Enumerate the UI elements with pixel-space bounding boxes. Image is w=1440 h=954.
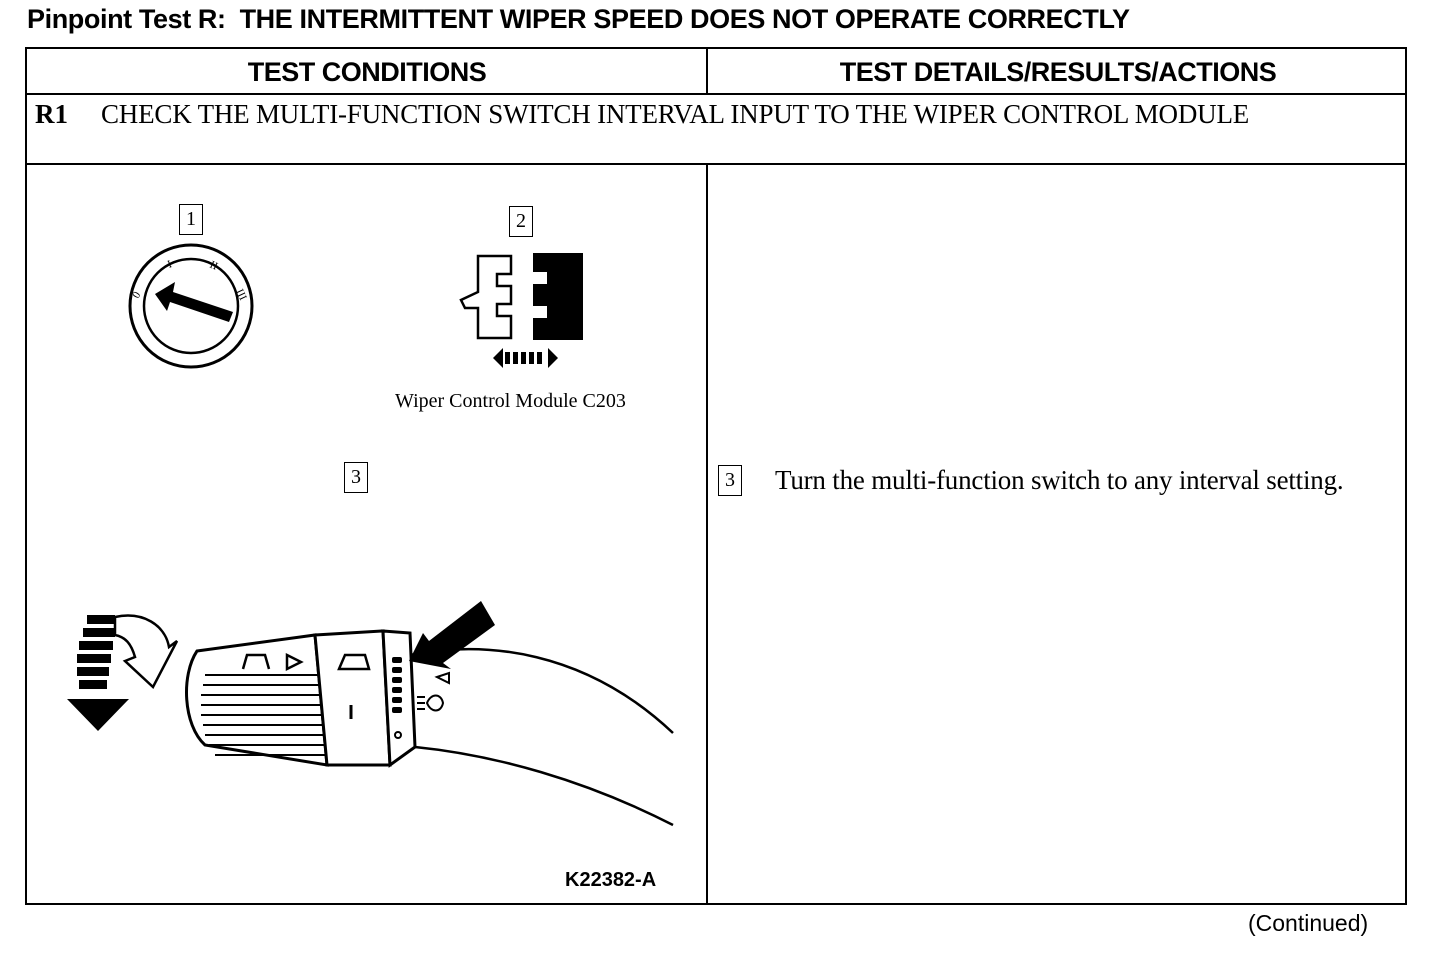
header-column-divider — [706, 49, 708, 95]
step-divider — [27, 163, 1405, 165]
test-conditions-header: TEST CONDITIONS — [247, 57, 487, 87]
body-column-divider — [706, 165, 708, 903]
ignition-label-3: III — [233, 287, 249, 302]
test-label: Pinpoint Test R: — [27, 4, 226, 34]
continued-label: (Continued) — [1248, 910, 1369, 936]
ignition-switch-icon: 0 I II III — [128, 243, 254, 369]
connector-icon — [459, 253, 583, 368]
pinpoint-test-table: TEST CONDITIONS TEST DETAILS/RESULTS/ACT… — [25, 47, 1407, 905]
rotation-arrow-icon — [67, 614, 179, 731]
test-title: THE INTERMITTENT WIPER SPEED DOES NOT OP… — [239, 4, 1130, 34]
test-details-header: TEST DETAILS/RESULTS/ACTIONS — [839, 57, 1277, 87]
action-text: Turn the multi-function switch to any in… — [775, 465, 1344, 495]
multifunction-switch-icon — [67, 601, 674, 827]
connector-caption: Wiper Control Module C203 — [395, 390, 626, 412]
page-title: Pinpoint Test R: THE INTERMITTENT WIPER S… — [27, 4, 1130, 35]
figure-id: K22382-A — [565, 869, 657, 891]
callout-3: 3 — [344, 462, 368, 493]
step-title: CHECK THE MULTI-FUNCTION SWITCH INTERVAL… — [101, 99, 1250, 129]
step-row: R1 CHECK THE MULTI-FUNCTION SWITCH INTER… — [27, 95, 1405, 165]
ignition-label-0: 0 — [130, 289, 143, 300]
header-divider — [27, 93, 1405, 95]
action-callout-3: 3 — [718, 465, 742, 496]
step-id: R1 — [35, 99, 68, 129]
callout-2: 2 — [509, 206, 533, 237]
callout-1: 1 — [179, 204, 203, 235]
ignition-label-1: I — [166, 258, 174, 271]
